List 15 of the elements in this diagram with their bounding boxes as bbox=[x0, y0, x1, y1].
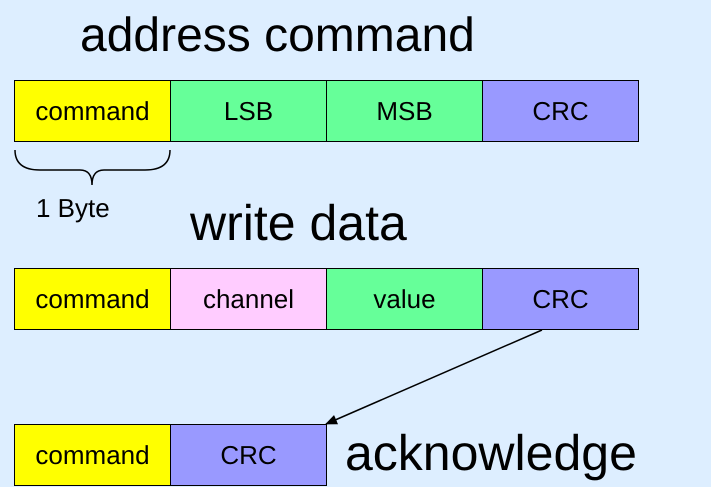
field-box: CRC bbox=[482, 80, 639, 142]
field-box: LSB bbox=[170, 80, 327, 142]
byte-size-label: 1 Byte bbox=[36, 195, 110, 221]
field-box: CRC bbox=[482, 268, 639, 330]
arrow bbox=[325, 329, 542, 425]
field-box: command bbox=[14, 268, 171, 330]
field-box: command bbox=[14, 424, 171, 486]
field-box: command bbox=[14, 80, 171, 142]
field-box: CRC bbox=[170, 424, 327, 486]
field-box: value bbox=[326, 268, 483, 330]
packet-heading: address command bbox=[80, 12, 475, 60]
field-box: channel bbox=[170, 268, 327, 330]
field-box: MSB bbox=[326, 80, 483, 142]
packet-heading: write data bbox=[190, 198, 407, 248]
packet-heading: acknowledge bbox=[345, 428, 637, 478]
